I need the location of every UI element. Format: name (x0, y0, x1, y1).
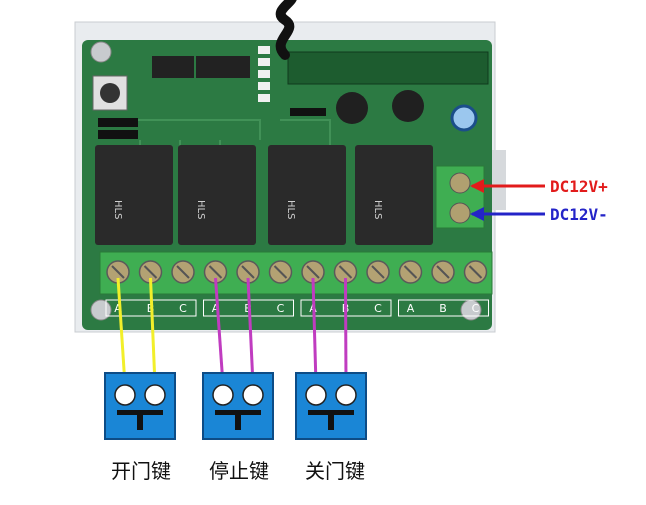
ic-chip (152, 56, 194, 78)
terminal-screw-slot (241, 265, 255, 279)
pin-header (258, 46, 270, 102)
relay-marking: HLS (112, 200, 123, 219)
wire (214, 277, 225, 386)
diode (98, 130, 138, 139)
output-terminal-screws (106, 260, 488, 284)
relay (355, 145, 433, 245)
close-door-label: 关门键 (305, 459, 365, 483)
terminal-label: C (179, 302, 187, 315)
relays: HLS HLS HLS HLS (95, 145, 433, 245)
switch-stem (328, 410, 334, 430)
power-positive-label: DC12V+ (550, 177, 608, 196)
switch-contact (144, 384, 166, 406)
power-terminal-screw (449, 172, 471, 194)
terminal-screw-slot (338, 265, 353, 279)
rf-module (287, 51, 489, 85)
mount-hole (90, 41, 112, 63)
mount-hole (90, 299, 112, 321)
pcb-push-button-cap (100, 83, 120, 103)
terminal-label: C (472, 302, 480, 315)
relay (95, 145, 173, 245)
push-switches (104, 372, 367, 440)
relay-marking: HLS (195, 200, 206, 219)
terminal-label: A (407, 302, 415, 315)
negative-arrow (470, 207, 545, 221)
positive-arrow (470, 179, 545, 193)
terminal-screw-slot (371, 265, 385, 279)
switch-stem (235, 410, 241, 430)
terminal-label: C (277, 302, 285, 315)
diode (98, 118, 138, 127)
terminal-screw-slot (273, 265, 288, 279)
relay-marking: HLS (285, 200, 296, 219)
switch-contact (212, 384, 234, 406)
diode (290, 108, 326, 116)
wire (311, 277, 318, 386)
terminal-label: A (114, 302, 122, 315)
power-terminal-screw (449, 202, 471, 224)
terminal-screw-slot (436, 265, 450, 279)
wire (116, 277, 127, 386)
switch-stem (137, 410, 143, 430)
terminal-label: A (212, 302, 220, 315)
led (450, 104, 478, 132)
switch-wires (116, 277, 348, 386)
open-door-label: 开门键 (111, 459, 171, 483)
switch-contact (335, 384, 357, 406)
terminal-label-box (398, 299, 489, 317)
ic-chip (196, 56, 250, 78)
relay-marking: HLS (372, 200, 383, 219)
terminal-screw-slot (143, 265, 158, 279)
capacitor (392, 90, 424, 122)
terminal-label: C (374, 302, 382, 315)
terminal-screw-slot (176, 265, 190, 279)
terminal-screw-slot (306, 265, 320, 279)
switch-contact (242, 384, 264, 406)
terminal-screw-slot (403, 265, 418, 279)
power-negative-label: DC12V- (550, 205, 608, 224)
relay (178, 145, 256, 245)
switch-contact (305, 384, 327, 406)
relay (268, 145, 346, 245)
terminal-screw-slot (208, 265, 223, 279)
terminal-screw-slot (468, 265, 483, 279)
stop-label: 停止键 (209, 459, 269, 483)
side-tab (492, 150, 506, 210)
wire (246, 277, 255, 386)
terminal-screw-slot (111, 265, 125, 279)
capacitor (336, 92, 368, 124)
terminal-label: B (439, 302, 447, 315)
switch-contact (114, 384, 136, 406)
wire (149, 277, 157, 386)
output-terminal-block (99, 251, 493, 295)
wire (344, 277, 348, 386)
antenna-coil (275, 0, 297, 60)
